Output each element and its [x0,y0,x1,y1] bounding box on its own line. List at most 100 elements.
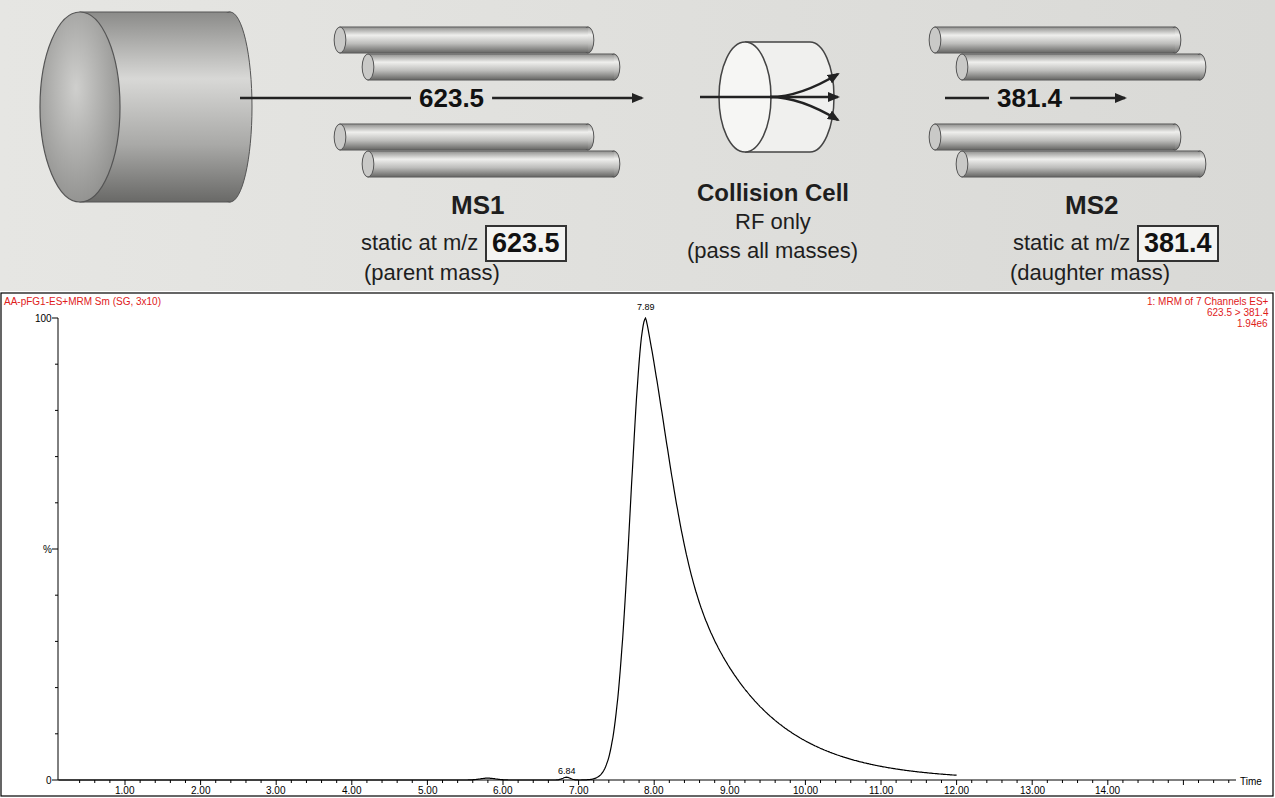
rod-body [962,152,1200,176]
rod [334,124,594,150]
rod-face [334,124,346,150]
x-tick [623,780,624,783]
x-tick [427,780,428,785]
caption-text: static at m/z [1013,231,1130,255]
x-tick [956,780,957,785]
quadrupole-rods [334,27,1206,177]
tick-label: 8.00 [644,785,663,796]
chromatogram-trace [59,318,957,780]
rod-body [368,151,614,177]
axis-label: 100 [35,313,52,324]
fragment-path [770,74,838,97]
x-tick [1047,780,1048,783]
tick-label: 3.00 [266,785,285,796]
analyzer-name: MS1 [451,191,504,220]
ion-beam [700,96,770,99]
x-tick [1107,780,1108,785]
ion-beam [945,97,989,100]
x-tick [1077,780,1078,783]
x-tick [1213,780,1214,783]
rod [929,124,1181,150]
tick-label: 9.00 [720,785,739,796]
x-tick [971,780,972,783]
x-tick [654,780,655,785]
tick-label: 5.00 [418,785,437,796]
x-tick [1092,780,1093,783]
x-tick [1168,780,1169,783]
x-tick [835,780,836,783]
rod [362,54,620,80]
tick-label: 4.00 [342,785,361,796]
x-tick [669,780,670,783]
rod-body [935,124,1175,150]
ion-beams [240,74,1125,120]
x-tick [986,780,987,783]
ion-beam [492,97,642,100]
x-tick [911,780,912,783]
axis-label: 0 [46,775,52,786]
mass-value: 381.4 [1144,228,1212,258]
cell-name: Collision Cell [697,180,849,206]
x-tick [699,780,700,783]
x-tick [200,780,201,785]
tick-label: 6.00 [493,785,512,796]
rod [334,27,594,53]
x-tick [472,780,473,783]
y-tick [55,687,58,688]
x-tick [865,780,866,783]
x-tick [1138,780,1139,783]
x-tick [684,780,685,783]
caption-text: (daughter mass) [1010,261,1170,285]
tick-label: 10.00 [793,785,818,796]
caption-text: RF only [735,210,811,234]
axis-title: Time [1240,776,1262,787]
rod [956,54,1206,80]
y-tick [55,410,58,411]
x-tick [1017,780,1018,783]
rod-body [962,151,1200,177]
caption-text: (pass all masses) [687,239,858,263]
rod-body [962,54,1200,80]
x-tick [790,780,791,783]
rod-face [362,54,374,80]
mass-box: 381.4 [1137,225,1219,262]
beam-mass: 623.5 [419,84,484,113]
x-tick [639,780,640,783]
rod [929,27,1181,53]
x-tick [775,780,776,783]
peak-label: 6.84 [558,767,576,777]
chart-info: 1: MRM of 7 Channels ES+ [1147,296,1268,307]
tick-label: 11.00 [869,785,893,796]
x-tick [503,780,504,785]
x-tick [276,780,277,785]
rod-face [956,151,968,177]
x-tick [563,780,564,783]
photo-ground [0,0,1275,291]
x-tick [729,780,730,785]
transition: 623.5 > 381.4 [1207,307,1268,318]
rod-face [929,124,941,150]
x-tick [125,780,126,785]
ion-beam [240,97,411,100]
x-tick [608,780,609,783]
chart-frame [1,293,1273,796]
tick-label: 1.00 [115,785,134,796]
x-tick [760,780,761,783]
x-tick [805,780,806,785]
rod-body [340,28,588,52]
beam-mass: 381.4 [997,84,1062,113]
tick-label: 12.00 [944,785,969,796]
tick-label: 2.00 [191,785,210,796]
chart-title: AA-pFG1-ES+MRM Sm (SG, 3x10) [4,296,161,307]
mass-box: 623.5 [485,225,567,262]
tick-label: 7.00 [569,785,588,796]
y-tick [55,595,58,596]
x-tick [351,780,352,785]
analyzer-name: MS2 [1065,191,1118,220]
mass-value: 623.5 [492,228,560,258]
x-tick [941,780,942,783]
x-tick [1062,780,1063,783]
rod-body [368,54,614,80]
rod-body [340,124,588,150]
